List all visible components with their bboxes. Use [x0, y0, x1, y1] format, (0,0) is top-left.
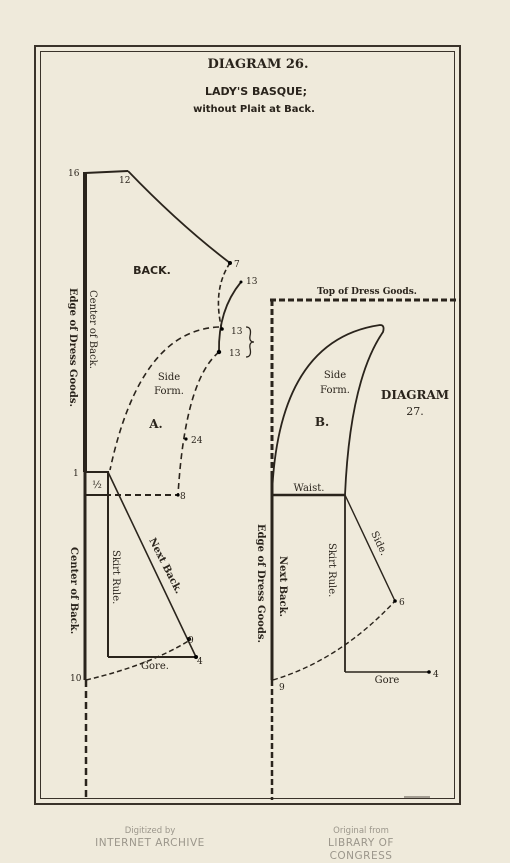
- point-16: 16: [68, 169, 80, 179]
- subtitle-line2: without Plait at Back.: [193, 104, 315, 115]
- side-form-a-line2: Form.: [154, 386, 184, 397]
- point-13b: 13: [229, 349, 241, 359]
- diagram-title: DIAGRAM 26.: [208, 57, 309, 72]
- point-6-dot: [393, 599, 397, 603]
- back-armhole-solid: [218, 281, 242, 353]
- footer-right: Original from LIBRARY OF CONGRESS: [298, 826, 424, 863]
- footer-left-big: INTERNET ARCHIVE: [95, 836, 205, 849]
- top-of-dress-goods-label: Top of Dress Goods.: [317, 287, 417, 297]
- gore-a-dashed: [85, 639, 191, 681]
- point-10: 10: [70, 674, 82, 684]
- side-form-b-outline: [271, 324, 385, 496]
- point-4b-dot: [427, 670, 431, 674]
- side-b-line: [344, 494, 396, 602]
- diagram27-title-line1: DIAGRAM: [381, 388, 449, 402]
- gore-a-label: Gore.: [141, 661, 169, 672]
- center-of-back-upper: Center of Back.: [87, 290, 98, 369]
- side-form-a-upper-dashed: [109, 326, 220, 471]
- point-13a: 13: [231, 327, 243, 337]
- footer-right-big: LIBRARY OF CONGRESS: [328, 836, 394, 862]
- back-shoulder-line: [127, 170, 231, 264]
- point-13-top-dot: [239, 280, 243, 284]
- gore-b-label: Gore: [375, 675, 400, 686]
- point-4a: 4: [197, 657, 203, 667]
- point-13a-dot: [220, 327, 224, 331]
- footer-left-small: Digitized by: [124, 826, 176, 836]
- side-label: Side.: [368, 530, 389, 558]
- point-4b: 4: [433, 670, 439, 680]
- point-7: 7: [234, 260, 240, 270]
- piece-b-label: B.: [315, 415, 329, 429]
- back-neck-line: [84, 170, 129, 174]
- point-4a-dot: [194, 655, 198, 659]
- point-24: 24: [191, 436, 203, 446]
- outer-frame: [34, 45, 461, 805]
- point-9a-dot: [187, 637, 191, 641]
- next-back-b-label: Next Back.: [277, 556, 288, 617]
- back-armhole-dashed: [217, 262, 231, 331]
- footer-left: Digitized by INTERNET ARCHIVE: [95, 826, 205, 850]
- back-label: BACK.: [133, 264, 171, 277]
- diagram27-title-line2: 27.: [406, 405, 424, 418]
- point-1: 1: [73, 469, 79, 479]
- inner-frame: [40, 51, 455, 799]
- footer-right-small: Original from: [333, 826, 389, 836]
- half-label: ½: [92, 480, 102, 491]
- gore-b-dashed: [272, 600, 396, 681]
- point-8-dot: [176, 493, 180, 497]
- edge-of-dress-goods-b: Edge of Dress Goods.: [255, 524, 266, 643]
- point-7-dot: [228, 261, 232, 265]
- next-back-a-line: [107, 471, 197, 658]
- skirt-rule-a-label: Skirt Rule.: [110, 550, 121, 604]
- point-12: 12: [119, 176, 130, 186]
- point-13-top: 13: [246, 277, 258, 287]
- brace: [245, 326, 255, 358]
- side-form-a-line1: Side: [158, 372, 180, 383]
- side-form-b-line2: Form.: [320, 385, 350, 396]
- waist-box: [84, 471, 109, 496]
- point-9b: 9: [279, 683, 285, 693]
- edge-of-dress-goods-a: Edge of Dress Goods.: [67, 288, 78, 407]
- point-6: 6: [399, 598, 405, 608]
- skirt-rule-b-label: Skirt Rule.: [326, 543, 337, 597]
- side-form-b-line1: Side: [324, 370, 346, 381]
- subtitle-line1: LADY'S BASQUE;: [205, 85, 307, 98]
- side-form-a-right-dashed: [177, 351, 220, 496]
- point-9a: 9: [188, 636, 194, 646]
- point-8: 8: [180, 492, 186, 502]
- piece-a-label: A.: [148, 417, 163, 431]
- point-13b-dot: [216, 349, 222, 355]
- center-of-back-lower: Center of Back.: [68, 547, 79, 634]
- point-24-dot: [184, 437, 188, 441]
- waist-label: Waist.: [294, 483, 325, 494]
